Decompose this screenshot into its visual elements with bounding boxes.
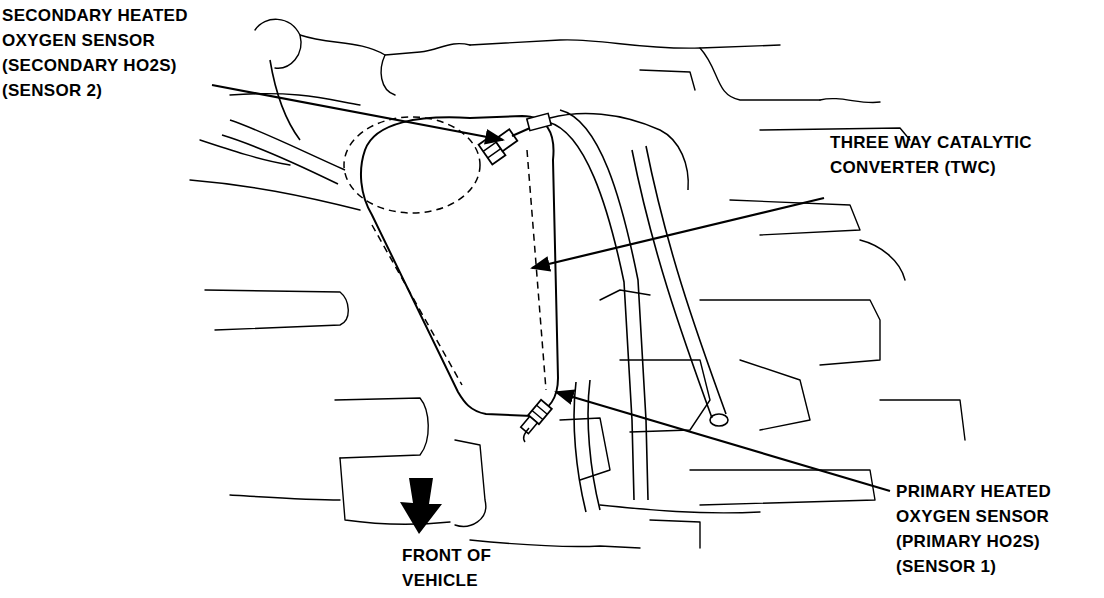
drawing-stroke <box>470 540 640 548</box>
drawing-stroke <box>372 225 462 385</box>
drawing-stroke <box>690 470 875 505</box>
drawing-stroke <box>560 110 648 500</box>
engine-background <box>190 19 965 548</box>
drawing-stroke <box>650 520 700 548</box>
drawing-stroke <box>620 360 710 432</box>
drawing-stroke <box>860 240 905 280</box>
drawing-stroke <box>710 414 728 426</box>
drawing-stroke <box>588 380 600 510</box>
leader-line <box>556 392 890 491</box>
drawing-stroke <box>600 505 760 513</box>
drawing-stroke <box>521 416 538 433</box>
secondary-sensor <box>479 113 689 190</box>
drawing-stroke <box>190 180 360 210</box>
drawing-stroke <box>255 19 301 68</box>
drawing-stroke <box>740 360 810 430</box>
drawing-stroke <box>700 48 820 100</box>
drawing-stroke <box>222 135 338 184</box>
drawing-stroke <box>300 35 470 55</box>
primary-sensor <box>519 400 552 442</box>
leader-lines <box>212 85 890 491</box>
drawing-stroke <box>632 150 712 418</box>
drawing-stroke <box>700 300 880 365</box>
drawing-stroke <box>548 122 634 500</box>
drawing-stroke <box>470 40 780 48</box>
drawing-stroke <box>527 113 551 130</box>
drawing-stroke <box>361 116 558 416</box>
drawing-stroke <box>646 146 726 414</box>
catalytic-converter <box>344 116 558 416</box>
drawing-stroke <box>527 150 546 390</box>
drawing-stroke <box>820 99 880 103</box>
drawing-stroke <box>381 55 395 95</box>
front-arrow <box>400 478 442 534</box>
part-label: SECONDARY HEATED OXYGEN SENSOR (SECONDAR… <box>2 3 238 103</box>
direction-label: FRONT OF VEHICLE <box>402 543 514 593</box>
drawing-stroke <box>205 290 348 330</box>
drawing-stroke <box>550 114 688 190</box>
drawing-stroke <box>495 129 518 151</box>
leader-line <box>532 198 824 268</box>
part-label: PRIMARY HEATED OXYGEN SENSOR (PRIMARY HO… <box>896 479 1096 579</box>
drawing-stroke <box>560 418 610 480</box>
drawing-stroke <box>335 398 428 458</box>
drawing-stroke <box>880 400 965 440</box>
drawing-stroke <box>230 94 360 105</box>
drawing-stroke <box>479 125 521 164</box>
drawing-stroke <box>524 428 529 442</box>
part-label: THREE WAY CATALYTIC CONVERTER (TWC) <box>830 130 1092 180</box>
drawing-stroke <box>230 120 345 170</box>
leader-line <box>212 85 503 140</box>
drawing-stroke <box>640 70 695 90</box>
drawing-stroke <box>532 405 547 419</box>
drawing-stroke <box>200 140 290 165</box>
drawing-stroke <box>519 400 552 435</box>
drawing-stroke <box>455 440 486 526</box>
drawing-stroke <box>512 128 530 136</box>
hoses <box>548 110 728 512</box>
drawing-stroke <box>230 495 340 500</box>
